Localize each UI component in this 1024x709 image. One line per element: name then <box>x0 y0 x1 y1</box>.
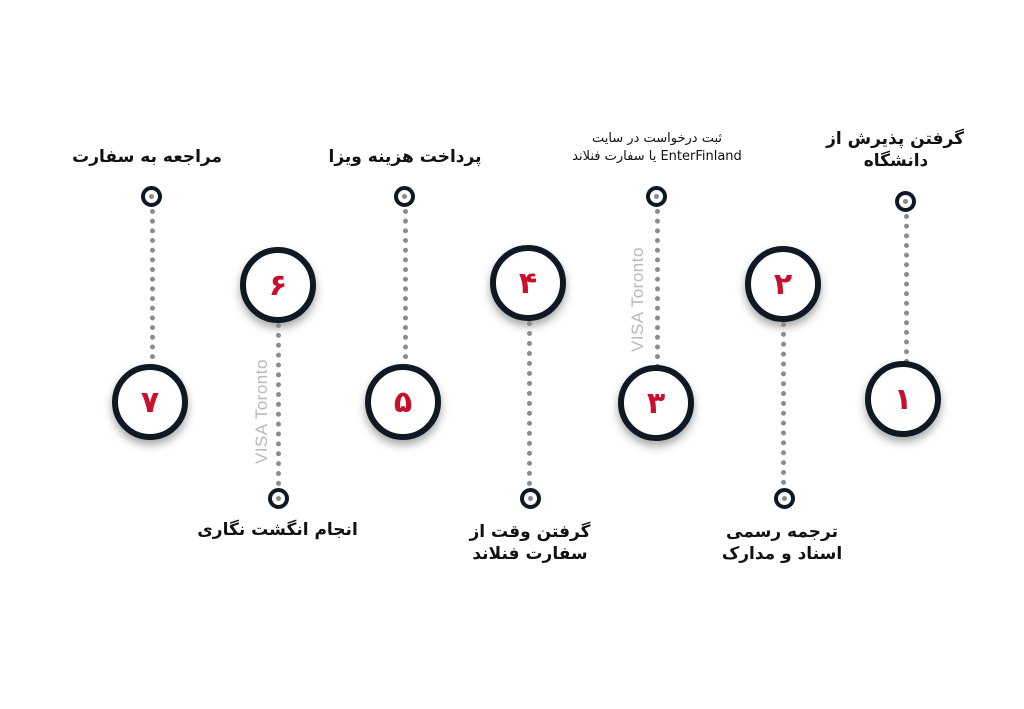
step-4-label-line-1: گرفتن وقت از <box>469 522 591 542</box>
watermark-text: VISA Toronto <box>628 247 647 352</box>
step-5-connector-dot <box>394 186 415 207</box>
step-3-dotted-line <box>655 209 660 369</box>
step-7-dotted-line <box>150 209 155 369</box>
step-2-dotted-line <box>781 322 786 485</box>
step-6-dotted-line <box>276 323 281 486</box>
step-4-connector-dot <box>520 488 541 509</box>
step-7-label: مراجعه به سفارت <box>72 146 222 168</box>
step-3-number: ۳ <box>646 385 666 421</box>
step-6-label: انجام انگشت نگاری <box>195 519 360 541</box>
step-5-circle: ۵ <box>365 364 441 440</box>
step-4-label-line-2: سفارت فنلاند <box>472 544 588 564</box>
step-3-label-line-1: ثبت درخواست در سایت <box>591 131 723 146</box>
step-5-number: ۵ <box>393 384 413 420</box>
step-6-label-line-1: انجام انگشت نگاری <box>197 520 358 540</box>
step-7-circle: ۷ <box>112 364 188 440</box>
step-1-dotted-line <box>904 214 909 364</box>
step-4-dotted-line <box>527 321 532 486</box>
step-7-connector-dot <box>141 186 162 207</box>
step-1-number: ۱ <box>893 381 913 417</box>
step-7-label-line-1: مراجعه به سفارت <box>72 147 222 167</box>
step-2-number: ۲ <box>773 266 793 302</box>
step-2-circle: ۲ <box>745 246 821 322</box>
step-4-number: ۴ <box>518 265 538 301</box>
step-1-label-line-2: دانشگاه <box>863 151 929 171</box>
step-7-number: ۷ <box>140 384 160 420</box>
step-6-connector-dot <box>268 488 289 509</box>
step-6-number: ۶ <box>268 267 288 303</box>
step-2-label-line-2: اسناد و مدارک <box>721 544 843 564</box>
step-5-label: پرداخت هزینه ویزا <box>325 146 485 168</box>
step-2-connector-dot <box>774 488 795 509</box>
watermark-text: VISA Toronto <box>252 359 271 464</box>
step-4-circle: ۴ <box>490 245 566 321</box>
step-1-label-line-1: گرفتن پذیرش از <box>826 129 964 149</box>
step-3-connector-dot <box>646 186 667 207</box>
step-3-label: ثبت درخواست در سایت EnterFinland یا سفار… <box>552 130 762 166</box>
step-2-label: ترجمه رسمی اسناد و مدارک <box>712 521 852 565</box>
step-5-label-line-1: پرداخت هزینه ویزا <box>328 147 482 167</box>
step-5-dotted-line <box>403 209 408 369</box>
step-3-label-line-2: EnterFinland یا سفارت فنلاند <box>572 149 742 164</box>
step-1-circle: ۱ <box>865 361 941 437</box>
step-6-circle: ۶ <box>240 247 316 323</box>
step-1-connector-dot <box>895 191 916 212</box>
step-1-label: گرفتن پذیرش از دانشگاه <box>826 128 964 172</box>
step-3-circle: ۳ <box>618 365 694 441</box>
step-4-label: گرفتن وقت از سفارت فنلاند <box>465 521 595 565</box>
step-2-label-line-1: ترجمه رسمی <box>726 522 838 542</box>
